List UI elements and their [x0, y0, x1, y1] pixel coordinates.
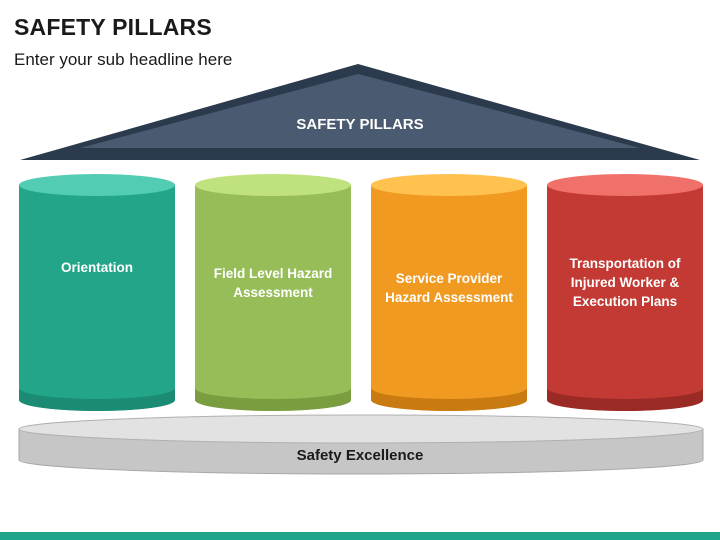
footer-bar [0, 532, 720, 540]
pillar-service-provider-hazard-assessment: Service Provider Hazard Assessment [371, 174, 527, 411]
page-subtitle: Enter your sub headline here [14, 50, 233, 69]
pillar-label: Field Level Hazard Assessment [213, 266, 333, 300]
pillar-cylinder [547, 174, 703, 411]
pillar-cylinder [195, 174, 351, 411]
pillar-label: Transportation of Injured Worker & Execu… [569, 255, 681, 309]
roof-label: SAFETY PILLARS [296, 116, 424, 133]
pillar-cylinder [19, 174, 175, 411]
pillar-label: Service Provider Hazard Assessment [385, 271, 513, 305]
pillar-transportation-of-injured-worker: Transportation of Injured Worker & Execu… [547, 174, 703, 411]
roof-shape [20, 64, 700, 160]
base-label: Safety Excellence [296, 447, 424, 464]
pillar-cylinder [371, 174, 527, 411]
page-title: SAFETY PILLARS [14, 14, 212, 40]
pillar-label: Orientation [60, 259, 133, 275]
pillar-orientation: Orientation [19, 174, 175, 411]
pillar-field-level-hazard-assessment: Field Level Hazard Assessment [195, 174, 351, 411]
